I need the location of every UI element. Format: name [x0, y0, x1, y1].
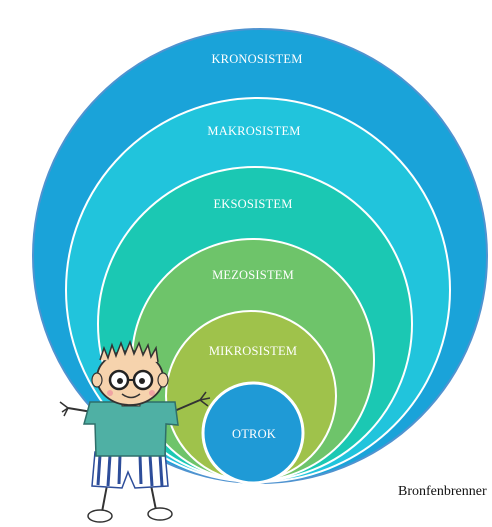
child-cartoon-icon: [59, 339, 211, 523]
label-eksosistem: EKSOSISTEM: [213, 197, 292, 211]
label-mikrosistem: MIKROSISTEM: [209, 344, 297, 358]
label-otrok: OTROK: [232, 427, 276, 441]
label-kronosistem: KRONOSISTEM: [211, 52, 302, 66]
label-makrosistem: MAKROSISTEM: [207, 124, 300, 138]
label-mezosistem: MEZOSISTEM: [212, 268, 294, 282]
caption: Bronfenbrenner: [398, 484, 487, 499]
ring-otrok: [201, 381, 305, 485]
